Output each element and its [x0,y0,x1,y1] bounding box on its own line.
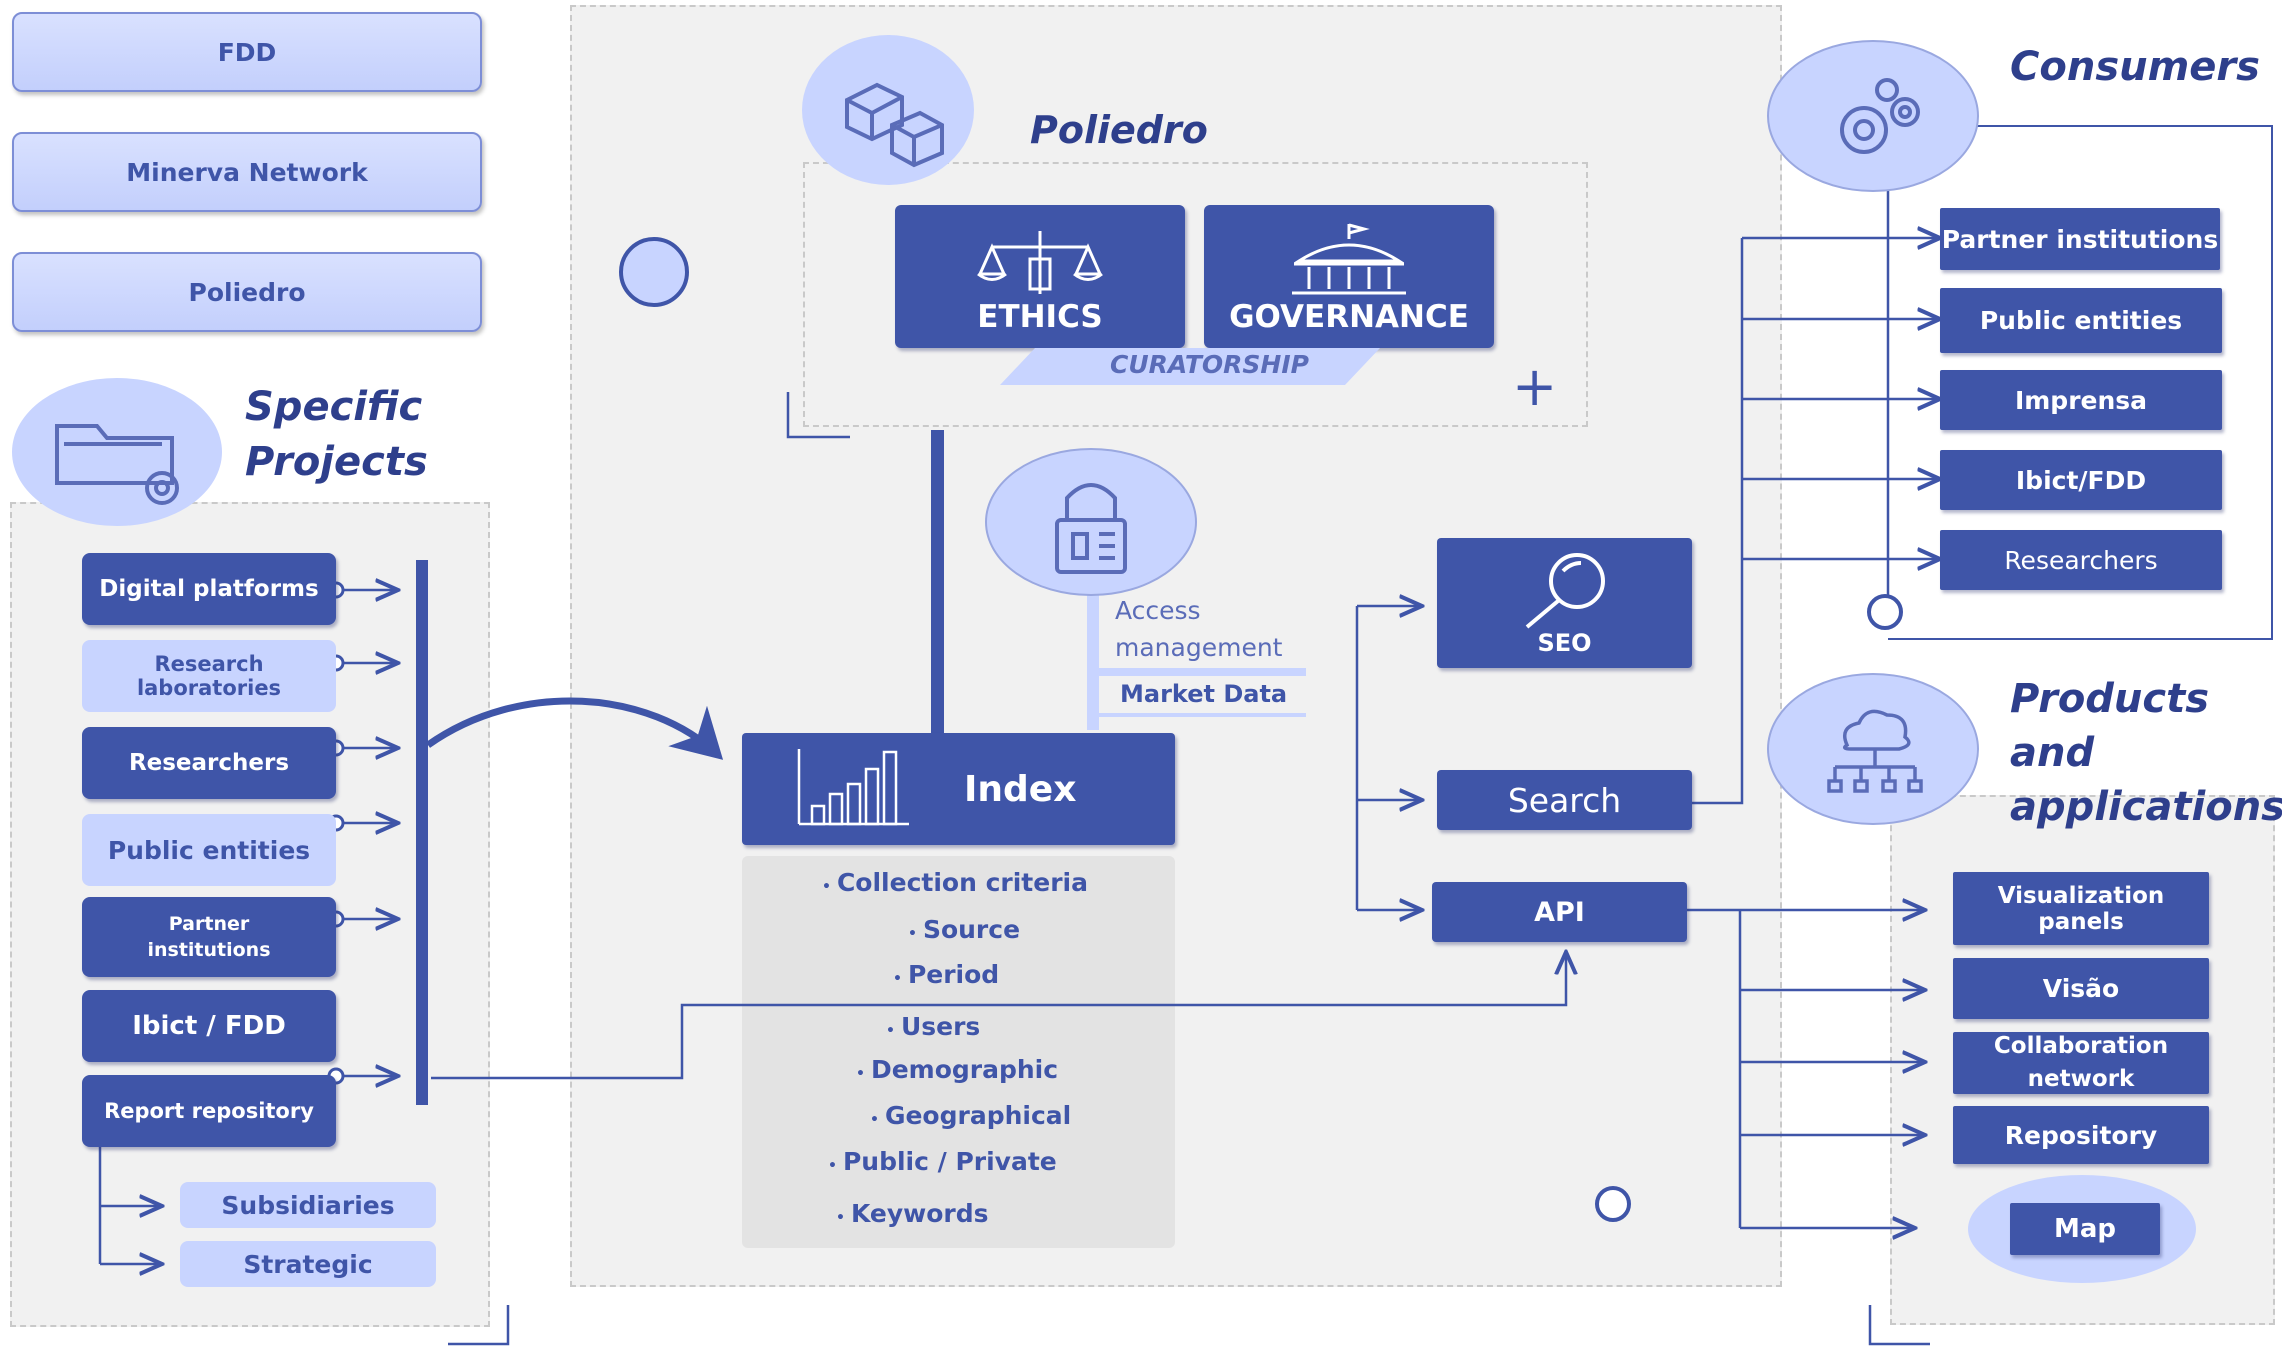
ethics-box[interactable]: ETHICS [895,205,1185,348]
consumer-ibict-fdd[interactable]: Ibict/FDD [1940,450,2222,510]
gears-icon [1840,78,1920,154]
project-partner-institutions[interactable]: Partner institutions [82,897,336,977]
bar-chart-icon [797,749,909,826]
criteria-collection: •Collection criteria [822,868,1088,897]
folder-gear-icon [55,424,179,505]
product-visualization-panels[interactable]: Visualization panels [1953,872,2209,945]
products-icon-circle [1767,673,1979,825]
cloud-network-icon [1827,709,1923,793]
criteria-keywords: •Keywords [836,1199,989,1228]
consumer-partner-institutions[interactable]: Partner institutions [1940,208,2220,270]
project-digital-platforms[interactable]: Digital platforms [82,553,336,625]
product-map[interactable]: Map [2010,1203,2160,1255]
project-ibict-fdd[interactable]: Ibict / FDD [82,990,336,1062]
government-building-icon [1292,223,1406,294]
project-researchers[interactable]: Researchers [82,727,336,799]
product-repository[interactable]: Repository [1953,1106,2209,1164]
product-collaboration-network[interactable]: Collaboration network [1953,1032,2209,1094]
project-research-laboratories[interactable]: Research laboratories [82,640,336,712]
index-criteria-panel [742,856,1175,1248]
seo-box[interactable]: SEO [1437,538,1692,668]
governance-label: GOVERNANCE [1229,298,1469,335]
market-data-label: Market Data [1120,680,1288,708]
tab-minerva-network[interactable]: Minerva Network [12,132,482,212]
products-title: Products and applications [2010,676,2282,830]
ethics-label: ETHICS [977,298,1103,335]
search-button[interactable]: Search [1437,770,1692,830]
magnifier-icon [1525,553,1605,629]
product-visao[interactable]: Visão [1953,958,2209,1019]
poliedro-title: Poliedro [1030,108,1208,152]
criteria-source: •Source [908,915,1021,944]
governance-box[interactable]: GOVERNANCE [1204,205,1494,348]
seo-label: SEO [1537,629,1592,657]
scales-of-justice-icon [977,230,1103,294]
project-strategic[interactable]: Strategic [180,1241,436,1287]
plus-icon[interactable]: + [1512,355,1558,418]
consumer-researchers[interactable]: Researchers [1940,530,2222,590]
specific-projects-title: Specific Projects [245,384,428,485]
tab-poliedro[interactable]: Poliedro [12,252,482,332]
poliedro-icon-circle [802,35,974,185]
criteria-users: •Users [886,1012,981,1041]
access-lock-circle [985,448,1197,596]
curatorship-label: CURATORSHIP [1110,350,1309,379]
consumers-title: Consumers [2010,44,2260,90]
project-subsidiaries[interactable]: Subsidiaries [180,1182,436,1228]
project-public-entities[interactable]: Public entities [82,814,336,886]
access-management-label: Access management [1115,596,1283,662]
criteria-period: •Period [893,960,1000,989]
index-label: Index [964,768,1077,810]
index-box[interactable]: Index [742,733,1175,845]
consumer-public-entities[interactable]: Public entities [1940,288,2222,353]
consumers-icon-circle [1767,40,1979,192]
consumer-imprensa[interactable]: Imprensa [1940,370,2222,430]
criteria-public-private: •Public / Private [828,1147,1057,1176]
criteria-demographic: •Demographic [856,1055,1059,1084]
lock-icon [1055,483,1127,574]
tab-fdd[interactable]: FDD [12,12,482,92]
project-report-repository[interactable]: Report repository [82,1075,336,1147]
specific-projects-icon-circle [12,378,222,526]
api-button[interactable]: API [1432,882,1687,942]
cubes-icon [845,82,944,168]
criteria-geographical: •Geographical [870,1101,1072,1130]
